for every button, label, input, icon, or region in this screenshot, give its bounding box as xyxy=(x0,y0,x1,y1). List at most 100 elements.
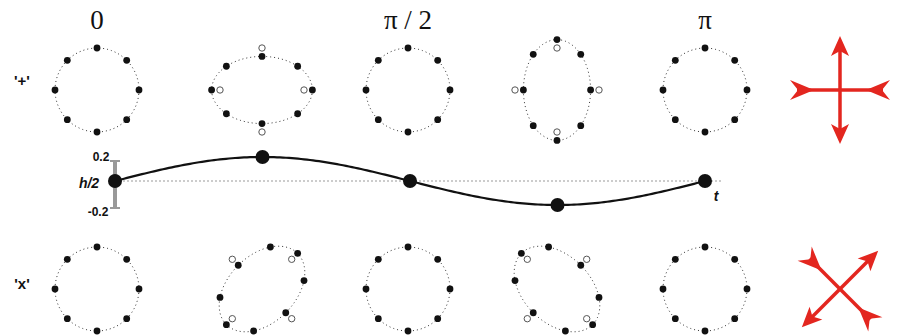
test-particle xyxy=(731,116,738,123)
test-particle xyxy=(660,286,667,293)
ring-outline xyxy=(366,48,450,132)
test-particle xyxy=(554,36,561,43)
test-particle xyxy=(530,309,537,316)
test-particle xyxy=(294,110,301,117)
rest-particle xyxy=(512,87,518,93)
phase-dot xyxy=(108,174,122,188)
test-particle xyxy=(577,51,584,58)
test-particle xyxy=(731,315,738,322)
test-particle xyxy=(136,87,143,94)
cross-arrows xyxy=(766,215,913,336)
rest-particle xyxy=(289,256,295,262)
test-particle xyxy=(223,321,230,328)
test-particle xyxy=(217,294,224,301)
axis-label: h/2 xyxy=(79,176,99,190)
ring-outline xyxy=(514,246,600,332)
axis-label: 0.2 xyxy=(93,151,110,163)
test-particle xyxy=(294,63,301,70)
test-particle xyxy=(375,256,382,263)
plus-arrows xyxy=(790,36,890,144)
test-particle xyxy=(52,286,59,293)
test-particle xyxy=(660,87,667,94)
test-particle xyxy=(434,116,441,123)
axis-label: π xyxy=(698,7,712,34)
axis-label: 'x' xyxy=(14,276,29,291)
test-particle xyxy=(512,277,519,284)
test-particle xyxy=(731,57,738,64)
test-particle xyxy=(434,315,441,322)
test-particle xyxy=(250,328,257,335)
test-particle xyxy=(405,244,412,251)
test-particle xyxy=(363,87,370,94)
rest-particle xyxy=(259,129,265,135)
test-particle xyxy=(545,244,552,251)
test-particle xyxy=(434,256,441,263)
test-particle xyxy=(744,286,751,293)
test-particle xyxy=(702,328,709,335)
test-particle xyxy=(405,129,412,136)
axis-label: -0.2 xyxy=(88,206,109,218)
test-particle xyxy=(64,116,71,123)
test-particle xyxy=(375,57,382,64)
test-particle xyxy=(94,129,101,136)
test-particle xyxy=(702,244,709,251)
test-particle xyxy=(235,262,242,269)
test-particle xyxy=(64,315,71,322)
test-particle xyxy=(64,256,71,263)
test-particle xyxy=(259,53,266,60)
rest-particle xyxy=(524,316,530,322)
phase-dot xyxy=(698,174,712,188)
test-particle xyxy=(731,256,738,263)
test-particle xyxy=(223,110,230,117)
rest-particle xyxy=(554,45,560,51)
test-particle xyxy=(123,57,130,64)
rest-particle xyxy=(229,316,235,322)
test-particle xyxy=(434,57,441,64)
test-particle xyxy=(282,309,289,316)
strain-curve xyxy=(115,157,705,205)
ring-outline xyxy=(366,247,450,331)
test-particle xyxy=(672,57,679,64)
rest-particle xyxy=(596,87,602,93)
test-particle xyxy=(123,256,130,263)
test-particle xyxy=(309,87,316,94)
test-particle xyxy=(518,250,525,257)
ring-outline xyxy=(663,247,747,331)
test-particle xyxy=(530,51,537,58)
test-particle xyxy=(520,87,527,94)
test-particle xyxy=(223,63,230,70)
test-particle xyxy=(363,286,370,293)
test-particle xyxy=(447,87,454,94)
wave-curve-group xyxy=(108,150,712,212)
test-particle xyxy=(744,87,751,94)
test-particle xyxy=(672,315,679,322)
amplitude-tick xyxy=(110,207,120,209)
ring-group xyxy=(52,36,751,334)
ring-outline xyxy=(219,246,305,332)
amplitude-tick xyxy=(110,160,120,162)
test-particle xyxy=(672,256,679,263)
test-particle xyxy=(587,87,594,94)
test-particle xyxy=(577,122,584,129)
ring-outline xyxy=(55,247,139,331)
rest-particle xyxy=(554,129,560,135)
test-particle xyxy=(294,250,301,257)
rest-particle xyxy=(217,87,223,93)
test-particle xyxy=(577,262,584,269)
rest-particle xyxy=(524,256,530,262)
ring-outline xyxy=(663,48,747,132)
rest-particle xyxy=(584,256,590,262)
test-particle xyxy=(530,122,537,129)
test-particle xyxy=(405,45,412,52)
axis-label: '+' xyxy=(14,73,30,88)
ring-outline xyxy=(55,48,139,132)
test-particle xyxy=(589,321,596,328)
test-particle xyxy=(52,87,59,94)
test-particle xyxy=(136,286,143,293)
test-particle xyxy=(672,116,679,123)
ring-outline xyxy=(523,40,590,141)
rest-particle xyxy=(259,45,265,51)
test-particle xyxy=(94,328,101,335)
rest-particle xyxy=(229,256,235,262)
test-particle xyxy=(702,45,709,52)
